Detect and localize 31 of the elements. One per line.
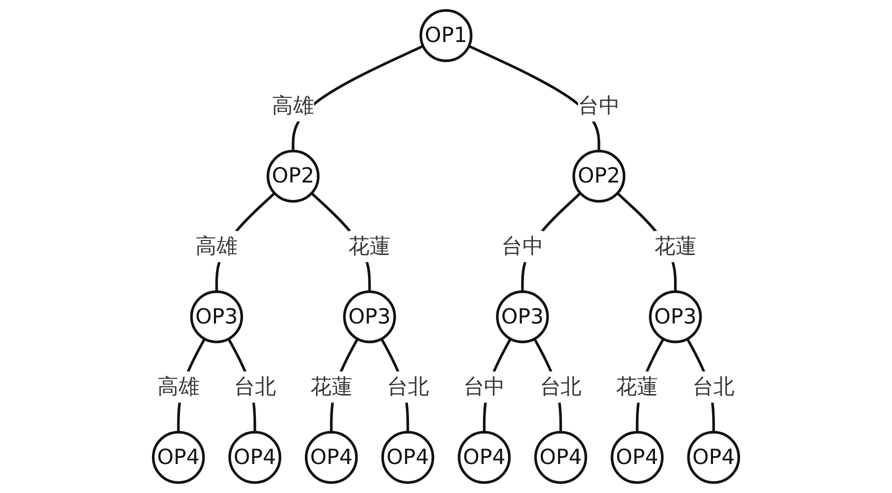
edge-label: 花蓮: [616, 374, 658, 399]
edge-label: 台中: [578, 92, 620, 118]
connector: [468, 44, 600, 152]
edge-label: 台北: [540, 374, 582, 399]
connector: [292, 44, 424, 152]
node-circle: OP1: [420, 9, 472, 62]
edge-label: 台北: [234, 374, 276, 399]
node-circle: OP3: [496, 290, 549, 344]
edge-label: 台北: [692, 374, 735, 399]
node-circle: OP3: [648, 290, 702, 344]
edge-label: 花蓮: [310, 374, 352, 399]
node-circle: OP4: [228, 430, 282, 484]
node-circle: OP4: [610, 430, 664, 484]
node-circle: OP4: [458, 430, 511, 484]
node-circle: OP3: [343, 290, 396, 344]
edge-label: 台中: [502, 233, 544, 258]
node-circle: OP4: [152, 430, 205, 484]
node-circle: OP2: [266, 150, 320, 203]
node-circle: OP2: [572, 150, 626, 203]
node-circle: OP3: [190, 290, 244, 344]
edge-label: 高雄: [272, 92, 314, 118]
edge-label: 台中: [463, 374, 506, 399]
node-circle: OP4: [534, 430, 588, 484]
edge-label: 高雄: [157, 374, 200, 399]
node-circle: OP4: [304, 430, 358, 484]
edge-label: 花蓮: [654, 233, 696, 258]
node-circle: OP4: [381, 430, 434, 484]
edge-label: 花蓮: [348, 233, 390, 258]
node-circle: OP4: [687, 430, 740, 484]
edge-label: 台北: [386, 374, 429, 399]
edge-label: 高雄: [196, 233, 238, 258]
